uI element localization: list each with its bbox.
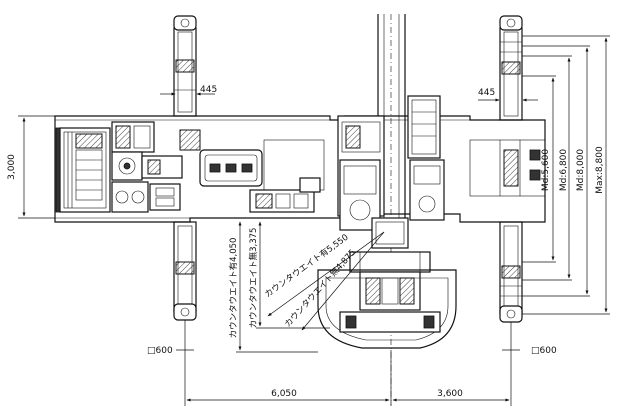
dimension-label-md5600: Md:5,600 xyxy=(541,149,551,192)
dimension-445-left: 445 xyxy=(160,85,217,96)
dimension-445-right: 445 xyxy=(478,88,538,102)
dimension-label-cw-with-4050: カウンタウエイト有4,050 xyxy=(228,238,239,339)
dimension-3000: 3,000 xyxy=(7,115,55,219)
dimension-outrigger-spans: Md:5,600 Md:6,800 Md:8,000 Max:8,800 xyxy=(522,35,610,315)
dimension-label-445-left: 445 xyxy=(200,85,217,95)
outrigger-rear-right xyxy=(499,221,523,323)
dimension-label-md6800: Md:6,800 xyxy=(559,149,569,192)
outrigger-front-left xyxy=(173,15,197,117)
dimension-label-cw-without-3375: カウンタウエイト無3,375 xyxy=(248,228,259,329)
dimension-label-3000: 3,000 xyxy=(7,154,17,180)
pad-label-left: □600 xyxy=(147,346,173,356)
dimension-bottom: 6,050 3,600 xyxy=(184,320,512,406)
outrigger-front-right xyxy=(499,15,523,121)
pad-label-right: □600 xyxy=(531,346,557,356)
dimension-label-445-right: 445 xyxy=(478,88,495,98)
dimension-label-md8000: Md:8,000 xyxy=(576,149,586,192)
dimension-label-3600: 3,600 xyxy=(437,389,463,399)
dimension-label-max8800: Max:8,800 xyxy=(595,146,605,194)
dimension-label-6050: 6,050 xyxy=(271,389,297,399)
carrier-body xyxy=(54,115,546,223)
superstructure xyxy=(317,95,457,349)
pad-labels: □600 □600 xyxy=(147,346,557,356)
outrigger-rear-left xyxy=(173,221,197,321)
